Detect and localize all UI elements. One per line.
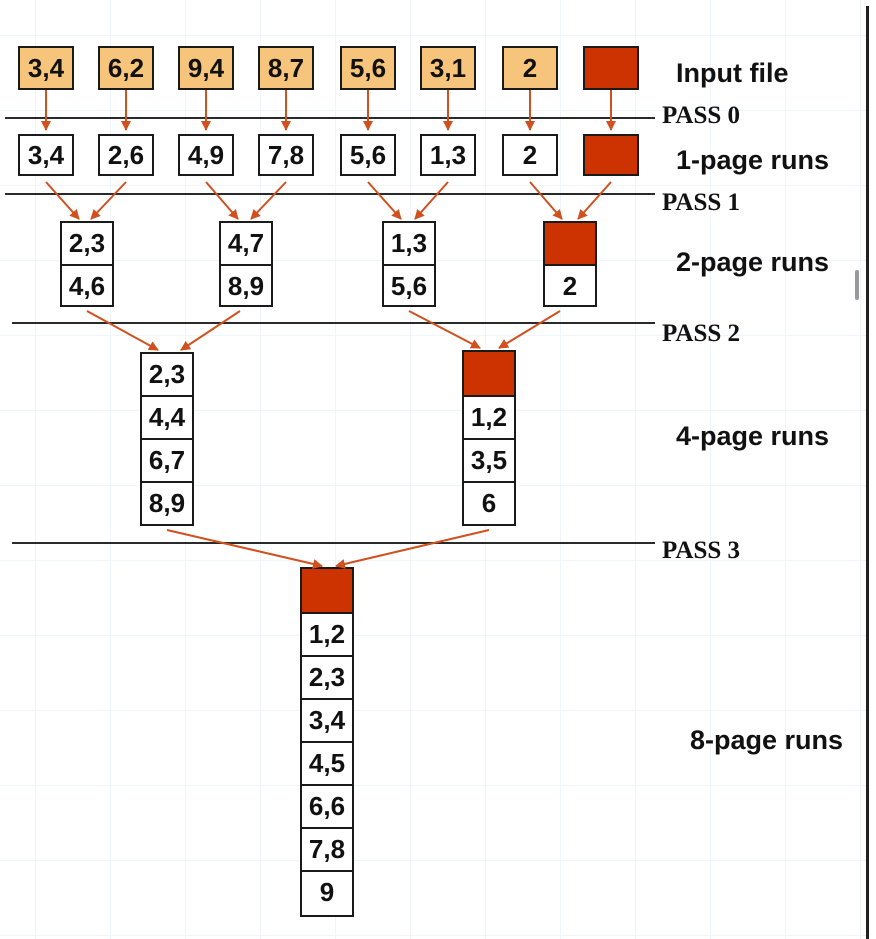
one-page-run: 4,9 [178, 134, 234, 176]
one-page-run: 2 [502, 134, 558, 176]
eight-page-run: 1,2 2,3 3,4 4,5 6,6 7,8 9 [300, 567, 354, 917]
run-page: 1,2 [464, 397, 514, 440]
four-page-runs-label: 4-page runs [676, 421, 830, 451]
one-page-run: 2,6 [98, 134, 154, 176]
run-page: 7,8 [302, 829, 352, 872]
one-page-run: 3,4 [18, 134, 74, 176]
two-page-run: 1,3 5,6 [382, 221, 436, 307]
pass-3-label: PASS 3 [662, 537, 741, 564]
run-page: 3,4 [302, 700, 352, 743]
merge-arrow [408, 310, 481, 349]
output-buffer-page [302, 569, 352, 614]
merge-arrow [86, 310, 159, 351]
input-page: 3,1 [420, 46, 476, 90]
run-page: 6 [481, 488, 497, 518]
scrollbar-thumb[interactable] [855, 270, 859, 300]
two-page-run: 2,3 4,6 [60, 221, 114, 307]
run-page: 2 [562, 271, 578, 301]
merge-arrow [205, 181, 239, 220]
merge-arrow [335, 529, 490, 569]
merge-arrow [367, 181, 402, 220]
merge-arrow [180, 310, 241, 351]
merge-arrow [577, 181, 612, 220]
one-page-runs-label: 1-page runs [676, 145, 830, 175]
input-page: 3,4 [18, 46, 74, 90]
merge-arrow [90, 181, 127, 220]
pass-2-line [12, 322, 655, 324]
input-page: 2 [502, 46, 558, 90]
run-page: 4,5 [302, 743, 352, 786]
run-page: 8,9 [227, 271, 265, 301]
run-page: 2,3 [302, 657, 352, 700]
run-page: 1,3 [384, 223, 434, 266]
four-page-run: 1,2 3,5 6 [462, 350, 516, 526]
output-buffer-page [583, 46, 639, 90]
pass-1-label: PASS 1 [662, 189, 741, 216]
pass-2-label: PASS 2 [662, 320, 741, 347]
merge-arrow [250, 181, 287, 220]
one-page-run: 7,8 [258, 134, 314, 176]
run-page: 1,2 [302, 614, 352, 657]
input-page: 8,7 [258, 46, 314, 90]
input-page: 9,4 [178, 46, 234, 90]
two-page-run: 2 [543, 221, 597, 307]
two-page-run: 4,7 8,9 [219, 221, 273, 307]
merge-arrow [498, 310, 561, 349]
run-page: 2,3 [142, 354, 192, 397]
four-page-run: 2,3 4,4 6,7 8,9 [140, 352, 194, 526]
merge-arrow [529, 181, 563, 220]
run-page: 4,4 [142, 397, 192, 440]
pass-1-line [5, 193, 655, 195]
window-edge [866, 6, 869, 939]
one-page-run: 5,6 [340, 134, 396, 176]
output-buffer-page [464, 352, 514, 397]
pass-3-line [12, 542, 655, 544]
run-page: 9 [319, 877, 335, 907]
merge-arrow [166, 529, 323, 569]
run-page: 5,6 [390, 271, 428, 301]
input-file-label: Input file [676, 58, 789, 88]
run-page: 3,5 [464, 440, 514, 483]
input-page: 5,6 [340, 46, 396, 90]
merge-arrow [414, 181, 449, 220]
run-page: 4,6 [68, 271, 106, 301]
merge-arrow [45, 181, 80, 220]
input-page: 6,2 [98, 46, 154, 90]
two-page-runs-label: 2-page runs [676, 247, 830, 277]
eight-page-runs-label: 8-page runs [690, 725, 844, 755]
pass-0-line [5, 117, 655, 119]
output-buffer-page [583, 134, 639, 176]
run-page: 6,6 [302, 786, 352, 829]
pass-0-label: PASS 0 [662, 102, 741, 129]
one-page-run: 1,3 [420, 134, 476, 176]
run-page: 4,7 [221, 223, 271, 266]
run-page: 6,7 [142, 440, 192, 483]
run-page: 8,9 [148, 488, 186, 518]
run-page: 2,3 [62, 223, 112, 266]
output-buffer-page [545, 223, 595, 266]
